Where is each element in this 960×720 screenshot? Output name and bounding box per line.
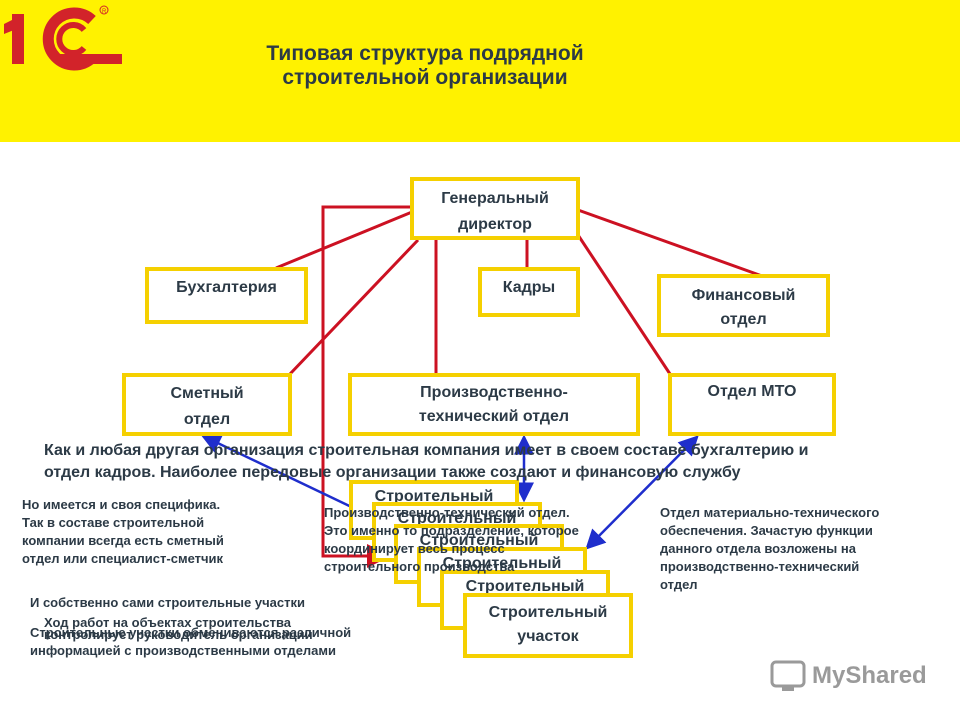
page-title: Типовая структура подрядной строительной… — [200, 42, 650, 90]
line-director-estimate — [288, 238, 420, 376]
note-sites-line-2: Ход работ на объектах строительства — [44, 615, 292, 630]
pto-line-1: Производственно- — [420, 384, 568, 401]
site-5-label: Строительный — [465, 578, 585, 595]
note-estimate-line-1: Но имеется и своя специфика. — [22, 497, 221, 512]
arrow-mto-sites — [585, 435, 699, 550]
estimate-line-1: Сметный — [170, 385, 244, 402]
line-director-mto — [576, 234, 672, 375]
box-site-6: Строительный участок — [463, 593, 633, 658]
note-mto: Отдел материально-технического обеспечен… — [660, 504, 950, 594]
note-pto: Производственно-технический отдел. Это и… — [324, 504, 654, 576]
line-director-sites — [321, 205, 410, 568]
note-sites-exchange: Строительные участки обмениваются различ… — [30, 624, 430, 660]
note-sites-line-5: информацией с производственными отделами — [30, 643, 337, 658]
note-pto-line-3: координирует весь процесс — [324, 541, 505, 556]
note-estimate-line-2: Так в составе строительной — [22, 515, 205, 530]
box-mto: Отдел МТО — [668, 373, 836, 436]
box-pto: Производственно- технический отдел — [348, 373, 640, 436]
note-main-line-2: отдел кадров. Наиболее передовые организ… — [44, 464, 741, 481]
line-director-finance — [577, 208, 766, 279]
note-sites-intro: И собственно сами строительные участки — [30, 594, 390, 612]
note-estimate-line-3: компании всегда есть сметный — [22, 533, 224, 548]
finance-line-1: Финансовый — [691, 287, 796, 304]
note-pto-line-4: строительного производства — [324, 559, 515, 574]
box-estimate: Сметный отдел — [122, 373, 292, 436]
note-main-line-1: Как и любая другая организация строитель… — [44, 442, 809, 459]
hr-label: Кадры — [502, 279, 556, 296]
line-director-accounting — [275, 210, 413, 270]
title-line-2: строительной организации — [282, 66, 568, 89]
finance-line-2: отдел — [720, 311, 767, 328]
note-sites-line-4: Строительные участки обмениваются различ… — [30, 625, 352, 640]
note-sites-line-1: И собственно сами строительные участки — [30, 595, 305, 610]
box-accounting: Бухгалтерия — [145, 267, 308, 324]
header-band — [0, 0, 960, 142]
logo-1c: R — [4, 5, 122, 71]
site-1-label: Строительный — [374, 488, 494, 505]
site-6-line-2: участок — [517, 628, 579, 645]
box-general-director: Генеральный директор — [410, 177, 580, 240]
site-4-label: Строительный — [442, 555, 562, 572]
note-pto-line-2: Это именно то подразделение, которое — [324, 523, 579, 538]
note-mto-line-1: Отдел материально-технического — [660, 505, 880, 520]
accounting-label: Бухгалтерия — [176, 279, 277, 296]
watermark: MyShared — [770, 656, 927, 696]
note-sites-line-3: контролирует руководитель организации — [44, 627, 313, 642]
estimate-line-2: отдел — [183, 411, 231, 428]
site-6-line-1: Строительный — [488, 604, 608, 621]
note-main: Как и любая другая организация строитель… — [44, 440, 944, 484]
box-hr: Кадры — [478, 267, 580, 317]
title-line-1: Типовая структура подрядной — [266, 42, 584, 65]
svg-text:R: R — [102, 9, 107, 15]
note-sites-control: Ход работ на объектах строительства конт… — [44, 614, 404, 644]
site-3-label: Строительный — [419, 532, 539, 549]
director-line-2: директор — [458, 216, 532, 233]
pto-line-2: технический отдел — [418, 408, 570, 425]
note-pto-line-1: Производственно-технический отдел. — [324, 505, 570, 520]
note-estimate-line-4: отдел или специалист-сметчик — [22, 551, 224, 566]
note-mto-line-2: обеспечения. Зачастую функции — [660, 523, 873, 538]
mto-label: Отдел МТО — [707, 383, 797, 400]
note-mto-line-3: данного отдела возложены на — [660, 541, 856, 556]
note-estimate: Но имеется и своя специфика. Так в соста… — [22, 496, 292, 568]
watermark-icon — [770, 660, 806, 691]
site-2-label: Строительный — [397, 510, 517, 527]
note-mto-line-5: отдел — [660, 577, 698, 592]
director-line-1: Генеральный — [441, 190, 549, 207]
watermark-text: MyShared — [812, 662, 927, 689]
note-mto-line-4: производственно-технический — [660, 559, 860, 574]
box-finance: Финансовый отдел — [657, 274, 830, 337]
